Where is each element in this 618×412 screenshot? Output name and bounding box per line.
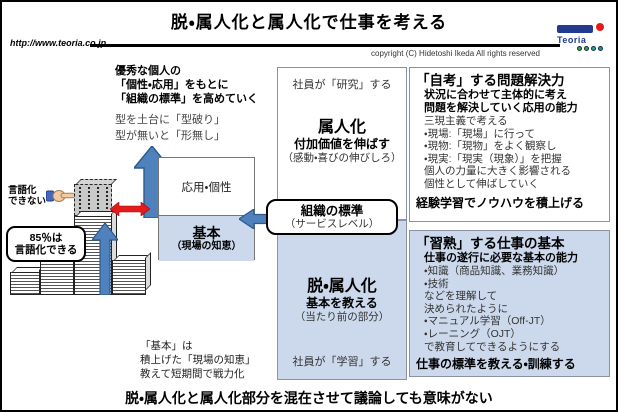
datsu-zokujinka-box: 脱・属人化 基本を教える （当たり前の部分） 社員が「学習」する [277,220,407,380]
shujuku-line: ・マニュアル学習（Off-JT） [424,315,551,328]
jikou-line: ・現実:「現実（現象）」を把握 [424,152,562,165]
cannot-verbalize-label: 言語化 できない [8,185,47,207]
shujuku-panel: 「習熟」する仕事の基本 仕事の遂行に必要な基本の能力 ・知識（商品知識、業務知識… [409,230,610,377]
research-note: 社員が「研究」する [292,79,392,91]
jikou-line: ・現場:「現場」に行って [424,127,535,140]
shujuku-line: ・知識（商品知識、業務知識） [424,265,565,277]
jikou-panel: 「自考」する問題解決力 状況に合わせて主体的に考え 問題を解決していく応用の能力… [409,67,610,222]
ouyou-kihon-box: 応用・個性 基本 （現場の知恵） [158,157,255,261]
zokujinka-bold: 付加価値を伸ばす [293,137,390,151]
logo-red-dot-icon [596,23,604,31]
intro-text-block: 優秀な個人の 「個性・応用」をもとに 「組織の標準」を高めていく 型を土台に「型… [115,64,258,143]
copyright-text: copyright (C) Hidetoshi Ikeda All rights… [371,49,540,58]
jikou-line: ・現物:「現物」をよく観察し [424,140,557,153]
intro-line: 「個性・応用」をもとに [115,79,229,91]
organization-standard-callout: 組織の標準 （サービスレベル） [266,199,398,235]
website-url: http://www.teoria.co.jp [10,38,107,48]
left-arrow-icon [239,209,269,229]
can-verbalize-callout: 85％は 言語化できる [6,226,86,262]
shujuku-bold-line: 仕事の遂行に必要な基本の能力 [424,252,578,264]
intro-note: 型が無いと「形無し」 [115,130,225,142]
jikou-bold-line: 問題を解決していく応用の能力 [424,102,578,114]
ouyou-kosei-label: 応用・個性 [181,181,232,194]
shujuku-line: で教育してできるようにする [424,340,561,353]
learn-note: 社員が「学習」する [292,356,392,368]
jikou-line: 三現主義で考える [424,115,508,127]
jikou-line: 個性として伸ばしていく [424,177,539,190]
jikou-line: 個人の力量に大きく影響される [424,165,571,178]
logo-dots-icon [577,46,603,51]
kihon-label: 基本 [192,224,221,241]
standard-sub: （サービスレベル） [284,218,380,230]
jikou-bold-line: 状況に合わせて主体的に考え [424,89,567,101]
shujuku-line: ・レーニング（OJT） [424,327,521,340]
shujuku-footer: 仕事の標準を教える・訓練する [416,357,576,372]
pointing-hand-icon [46,190,76,202]
zokujinka-title: 属人化 [317,119,366,136]
intro-line: 優秀な個人の [115,65,181,77]
datsu-sub: （当たり前の部分） [294,311,390,323]
red-double-arrow-icon [110,202,150,216]
shujuku-line: ・技術 [424,277,449,290]
jikou-title: 「自考」する問題解決力 [416,73,565,88]
logo-wordmark: Teoria [557,35,587,45]
intro-line: 「組織の標準」を高めていく [115,93,258,105]
jikou-footer: 経験学習でノウハウを積上げる [416,195,585,210]
header-divider [90,44,560,47]
datsu-bold: 基本を教える [306,296,378,310]
intro-note: 型を土台に「型破り」 [115,114,225,126]
teoria-logo: Teoria [555,11,611,53]
kihon-sub-label: （現場の知恵） [171,240,242,252]
paper-stack-1 [10,272,40,295]
paper-stack-4 [112,260,146,295]
footer-statement: 脱・属人化と属人化部分を混在させて議論しても意味がない [125,390,493,406]
standard-title: 組織の標準 [300,204,364,218]
shujuku-line: などを理解して [424,290,498,303]
page-title: 脱・属人化と属人化で仕事を考える [170,13,448,32]
stack-up-arrow-icon [92,223,118,295]
logo-bar [557,25,593,33]
shujuku-title: 「習熟」する仕事の基本 [416,236,565,251]
shujuku-line: 決められたように [424,302,508,315]
basics-note: 「基本」は 積上げた「現場の知恵」 教えて短期間で戦力化 [140,340,256,380]
datsu-title: 脱・属人化 [307,278,377,295]
zokujinka-box: 社員が「研究」する 属人化 付加価値を伸ばす （感動・喜びの伸びしろ） [277,67,407,220]
zokujinka-sub: （感動・喜びの伸びしろ） [282,152,402,164]
kihon-section: 基本 （現場の知恵） [159,215,254,261]
